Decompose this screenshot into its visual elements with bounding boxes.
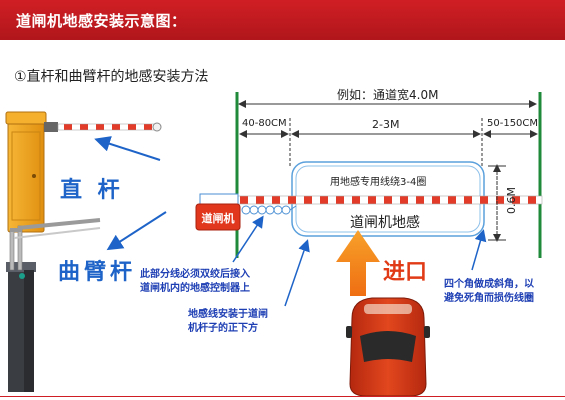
- note-install-line1: 地感线安装于道闸: [188, 309, 268, 320]
- barrier-machine-box: [195, 203, 241, 231]
- page-title: 道闸机地感安装示意图：: [16, 12, 187, 30]
- lane-barrier-arm: [199, 193, 543, 209]
- arrow-to-curved-gate: [106, 211, 167, 251]
- loop-sensor-label: 道闸机地感: [350, 215, 420, 231]
- loop-wire-label: 用地感专用线绕3-4圈: [330, 177, 427, 188]
- dim-middle-label: 2-3M: [372, 118, 400, 131]
- header-bar: [0, 0, 565, 40]
- pointer-twisted-wire: [232, 215, 264, 263]
- dimension-loop-height: [488, 164, 506, 242]
- entry-direction-arrow: [336, 230, 380, 296]
- entry-label: 进口: [383, 260, 428, 285]
- twisted-wire: [241, 205, 297, 215]
- arrow-to-straight-gate: [94, 136, 161, 161]
- note-twisted-wire-line1: 此部分线必须双绞后接入: [140, 269, 250, 280]
- note-twisted-wire-line2: 道闸机内的地感控制器上: [140, 283, 250, 294]
- note-corner-line1: 四个角做成斜角，以: [444, 279, 534, 290]
- section-subtitle: ①直杆和曲臂杆的地感安装方法: [14, 69, 209, 85]
- straight-barrier-gate: [5, 111, 162, 233]
- dim-left-label: 40-80CM: [242, 118, 287, 129]
- note-install-position: 地感线安装于道闸 机杆子的正下方: [188, 308, 268, 336]
- curved-arm-label: 曲臂杆: [58, 260, 137, 285]
- note-twisted-wire: 此部分线必须双绞后接入 道闸机内的地感控制器上: [140, 268, 250, 296]
- note-loop-corner: 四个角做成斜角，以 避免死角而损伤线圈: [444, 278, 534, 306]
- footer-divider: [0, 396, 565, 397]
- dimension-sub-widths: [239, 118, 538, 166]
- note-corner-line2: 避免死角而损伤线圈: [444, 293, 534, 304]
- note-install-line2: 机杆子的正下方: [188, 323, 258, 334]
- pointer-loop-corner: [471, 229, 487, 271]
- barrier-machine-label: 道闸机: [201, 212, 235, 225]
- example-width-label: 例如：通道宽4.0M: [337, 88, 439, 102]
- height-dim-label: 0.6M: [505, 187, 518, 214]
- pointer-install-position: [284, 239, 310, 307]
- car-top-view: [346, 297, 430, 397]
- straight-pole-label: 直 杆: [60, 178, 124, 203]
- curved-arm-barrier-gate: [6, 218, 101, 392]
- dim-right-label: 50-150CM: [487, 118, 539, 129]
